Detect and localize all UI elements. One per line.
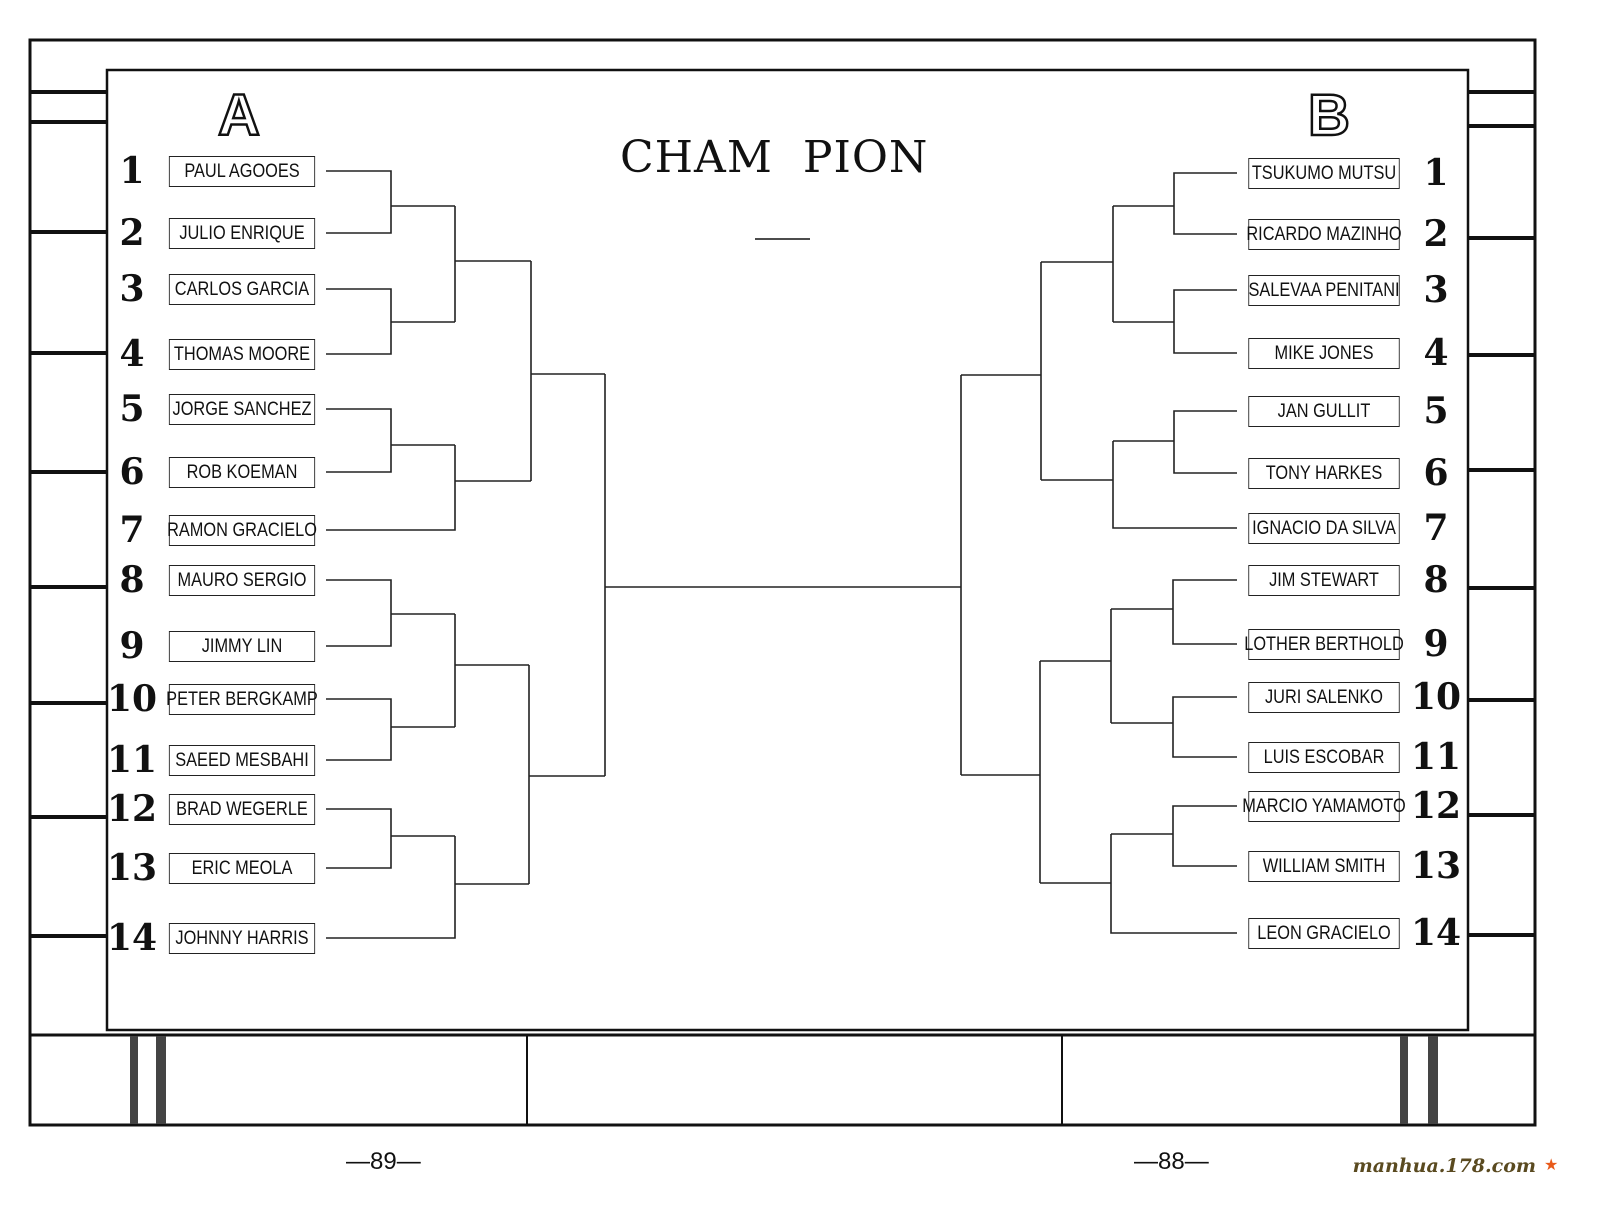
seed-number: 8 [119,559,145,601]
player-name-box: ERIC MEOLA [168,853,316,884]
player-name-box: RICARDO MAZINHO [1246,219,1402,250]
player-name-box: JIMMY LIN [168,631,316,662]
player-name-box: SALEVAA PENITANI [1248,275,1400,306]
page-number-left: —89— [346,1148,421,1175]
seed-number: 7 [1423,507,1449,549]
player-name-box: BRAD WEGERLE [168,794,316,825]
seed-number: 2 [1423,213,1449,255]
seed-number: 10 [1411,676,1462,718]
player-name-box: JOHNNY HARRIS [168,923,316,954]
seed-number: 7 [119,509,145,551]
player-name-box: JURI SALENKO [1248,682,1400,713]
seed-number: 6 [1423,452,1449,494]
seed-number: 9 [119,625,145,667]
champion-title: CHAM PION [620,132,929,183]
seed-number: 4 [1423,332,1449,374]
seed-number: 13 [1411,845,1462,887]
player-name-box: LUIS ESCOBAR [1248,742,1400,773]
group-b-label: B [1307,83,1351,148]
player-name-box: RAMON GRACIELO [167,515,317,546]
seed-number: 1 [119,150,145,192]
player-name-box: TSUKUMO MUTSU [1248,158,1400,189]
seed-number: 6 [119,451,145,493]
player-name-box: JAN GULLIT [1248,396,1400,427]
player-name-box: MARCIO YAMAMOTO [1242,791,1406,822]
player-name-box: ROB KOEMAN [168,457,316,488]
seed-number: 11 [107,739,158,781]
player-name-box: THOMAS MOORE [168,339,316,370]
player-name-box: MIKE JONES [1248,338,1400,369]
player-name-box: JORGE SANCHEZ [168,394,316,425]
group-a-label: A [217,83,261,148]
seed-number: 14 [1411,912,1462,954]
player-name-box: PAUL AGOOES [168,156,316,187]
seed-number: 2 [119,212,145,254]
watermark: manhua.178.com [1352,1155,1536,1177]
bracket-lines [326,170,1237,939]
player-name-box: CARLOS GARCIA [168,274,316,305]
seed-number: 5 [1423,390,1449,432]
star-icon: ★ [1544,1157,1559,1174]
player-name-box: JULIO ENRIQUE [168,218,316,249]
seed-number: 1 [1423,152,1449,194]
player-name-box: LEON GRACIELO [1248,918,1400,949]
seed-number: 5 [119,388,145,430]
player-name-box: IGNACIO DA SILVA [1248,513,1400,544]
player-name-box: JIM STEWART [1248,565,1400,596]
seed-number: 14 [107,917,158,959]
seed-number: 13 [107,847,158,889]
board-leg-left [130,1036,166,1124]
page-number-right: —88— [1134,1148,1209,1175]
player-name-box: TONY HARKES [1248,458,1400,489]
player-name-box: LOTHER BERTHOLD [1244,629,1404,660]
seed-number: 12 [107,788,158,830]
player-name-box: MAURO SERGIO [168,565,316,596]
seed-number: 10 [107,678,158,720]
board-leg-right [1400,1036,1438,1124]
seed-number: 4 [119,333,145,375]
seed-number: 8 [1423,559,1449,601]
player-name-box: PETER BERGKAMP [166,684,318,715]
player-name-box: SAEED MESBAHI [168,745,316,776]
player-name-box: WILLIAM SMITH [1248,851,1400,882]
seed-number: 11 [1411,736,1462,778]
seed-number: 12 [1411,785,1462,827]
seed-number: 3 [119,268,145,310]
seed-number: 9 [1423,623,1449,665]
seed-number: 3 [1423,269,1449,311]
